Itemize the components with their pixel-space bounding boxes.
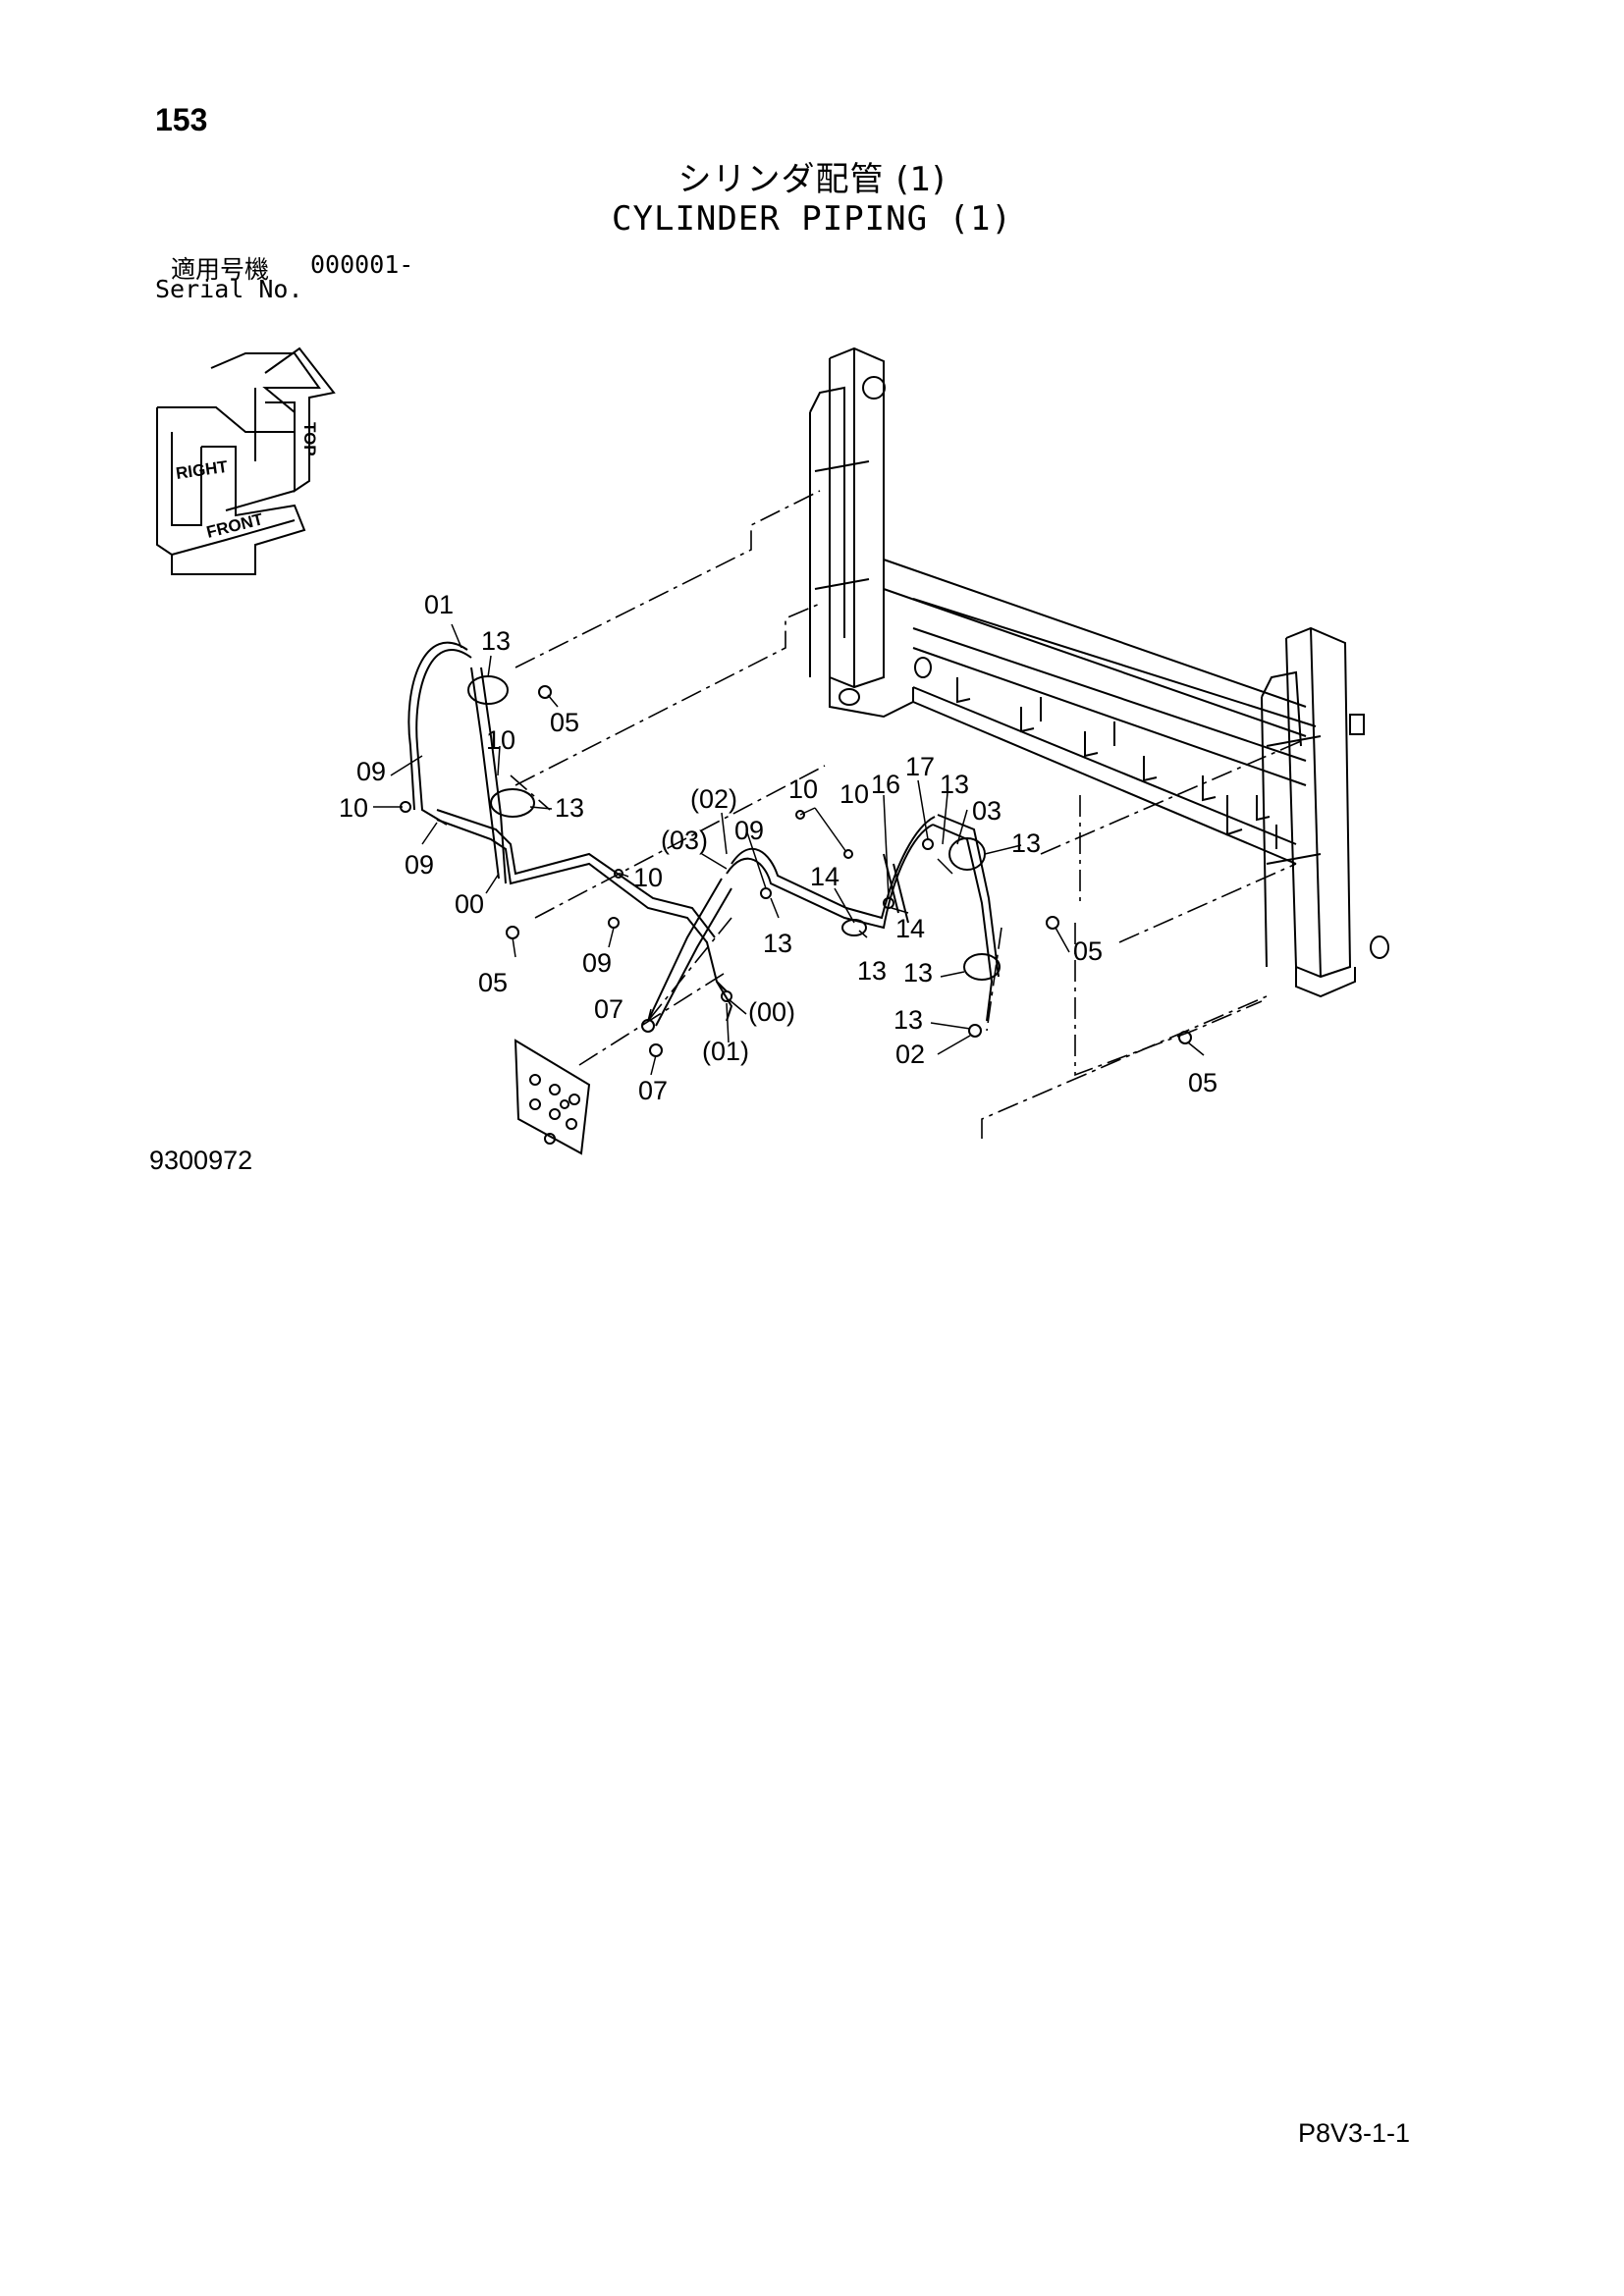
callout-leaders <box>373 623 1205 1076</box>
callout-13: 13 <box>555 793 584 823</box>
callout-03: 03 <box>972 796 1001 826</box>
callout-09: 09 <box>356 757 386 786</box>
callout-16: 16 <box>871 770 900 799</box>
leader-lines <box>510 490 1302 1139</box>
callout-01-ref: (01) <box>702 1037 749 1066</box>
callout-05: 05 <box>1188 1068 1218 1097</box>
callout-03-ref: (03) <box>661 826 708 855</box>
callout-00: 00 <box>455 889 484 919</box>
part-callouts: 01 13 05 10 09 13 10 09 00 05 10 09 (02)… <box>339 590 1218 1105</box>
serial-label-japanese: 適用号機 <box>171 255 270 284</box>
hose-clamps <box>400 675 1192 1057</box>
page-title-japanese: シリンダ配管 (1) <box>677 160 947 199</box>
drawing-number: 9300972 <box>149 1146 253 1175</box>
orient-top-label: TOP <box>300 422 319 456</box>
callout-05: 05 <box>550 708 579 737</box>
callout-01: 01 <box>424 590 454 619</box>
callout-13: 13 <box>481 626 511 656</box>
cylinder-piping-diagram: RIGHT FRONT TOP <box>156 347 1389 1155</box>
bracket-plate <box>514 1039 591 1155</box>
callout-02: 02 <box>895 1040 925 1069</box>
serial-range: 000001- <box>310 250 414 279</box>
page-code: P8V3-1-1 <box>1298 2118 1411 2148</box>
callout-00-ref: (00) <box>748 997 795 1027</box>
callout-07: 07 <box>594 994 623 1024</box>
callout-10: 10 <box>788 774 818 804</box>
callout-13: 13 <box>1011 828 1041 858</box>
page-number: 153 <box>155 102 208 137</box>
callout-10: 10 <box>339 793 368 823</box>
callout-02-ref: (02) <box>690 784 737 814</box>
orient-right-label: RIGHT <box>175 457 230 483</box>
callout-13: 13 <box>763 929 792 958</box>
callout-17: 17 <box>905 752 935 781</box>
callout-05: 05 <box>1073 936 1103 966</box>
callout-13: 13 <box>893 1005 923 1035</box>
callout-13: 13 <box>903 958 933 988</box>
callout-09: 09 <box>734 816 764 845</box>
callout-07: 07 <box>638 1076 668 1105</box>
callout-10: 10 <box>839 779 869 809</box>
serial-label-english: Serial No. <box>155 275 303 303</box>
callout-14: 14 <box>810 862 839 891</box>
callout-14: 14 <box>895 914 925 943</box>
page-title-english: CYLINDER PIPING (1) <box>612 199 1012 239</box>
callout-10: 10 <box>633 863 663 892</box>
orientation-arrows-icon: RIGHT FRONT TOP <box>156 347 336 575</box>
callout-05: 05 <box>478 968 508 997</box>
callout-09: 09 <box>405 850 434 880</box>
callout-13: 13 <box>940 770 969 799</box>
frame-and-cylinders <box>809 347 1389 998</box>
callout-09: 09 <box>582 948 612 978</box>
callout-10: 10 <box>486 725 515 755</box>
callout-13: 13 <box>857 956 887 986</box>
